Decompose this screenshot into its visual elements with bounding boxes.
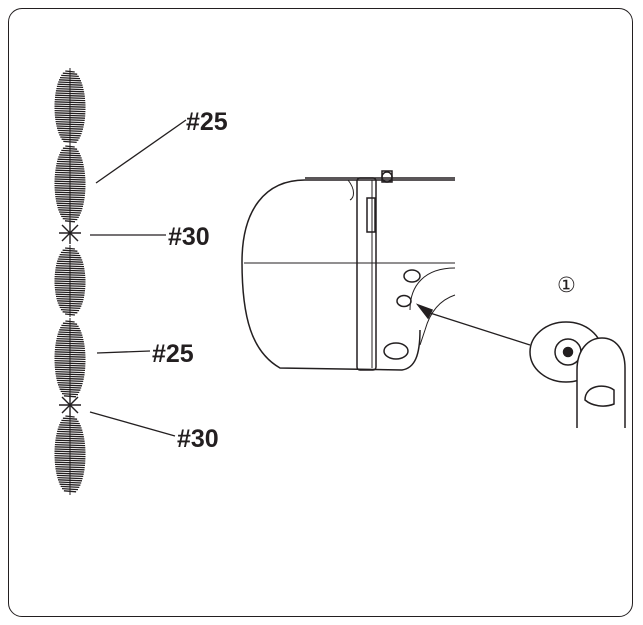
satin-stitch-bead — [54, 68, 86, 146]
pointer-arrow-head — [415, 303, 434, 320]
button-center-dot — [562, 346, 574, 358]
needle-bar-slot — [356, 177, 377, 371]
leader-line-25-lower — [96, 350, 151, 354]
label-stitch-25-top: #25 — [186, 108, 228, 136]
satin-stitch-bead — [54, 143, 86, 224]
fingernail — [584, 385, 615, 407]
front-panel-curve — [409, 267, 456, 311]
pointer-line — [429, 312, 531, 346]
side-cover-curve — [347, 179, 354, 201]
button-upper — [403, 269, 421, 283]
satin-stitch-bead — [54, 245, 86, 317]
thread-guide — [366, 197, 376, 233]
finger-icon — [576, 337, 626, 428]
label-stitch-25-lower: #25 — [152, 340, 194, 368]
label-stitch-30-top: #30 — [168, 223, 210, 251]
label-stitch-30-lower: #30 — [177, 425, 219, 453]
button-reverse — [383, 342, 409, 360]
finger-pressing-button-illustration — [529, 321, 626, 428]
front-panel-curve-2 — [419, 294, 456, 346]
leader-line-25-top — [95, 119, 187, 184]
star-stitch — [59, 394, 81, 416]
callout-number: ① — [557, 273, 576, 297]
thread-take-up-stem — [381, 170, 393, 183]
satin-stitch-bead — [54, 318, 86, 400]
star-stitch — [59, 222, 81, 244]
stitch-pattern-column — [54, 68, 86, 495]
machine-head-outline — [241, 179, 455, 371]
leader-line-30-lower — [89, 411, 176, 437]
figure-frame — [8, 8, 633, 617]
stitch-leader-lines — [89, 119, 187, 437]
satin-stitch-bead — [54, 413, 86, 495]
button-lock-stitch — [396, 294, 412, 308]
sewing-machine-head-illustration — [241, 170, 531, 371]
